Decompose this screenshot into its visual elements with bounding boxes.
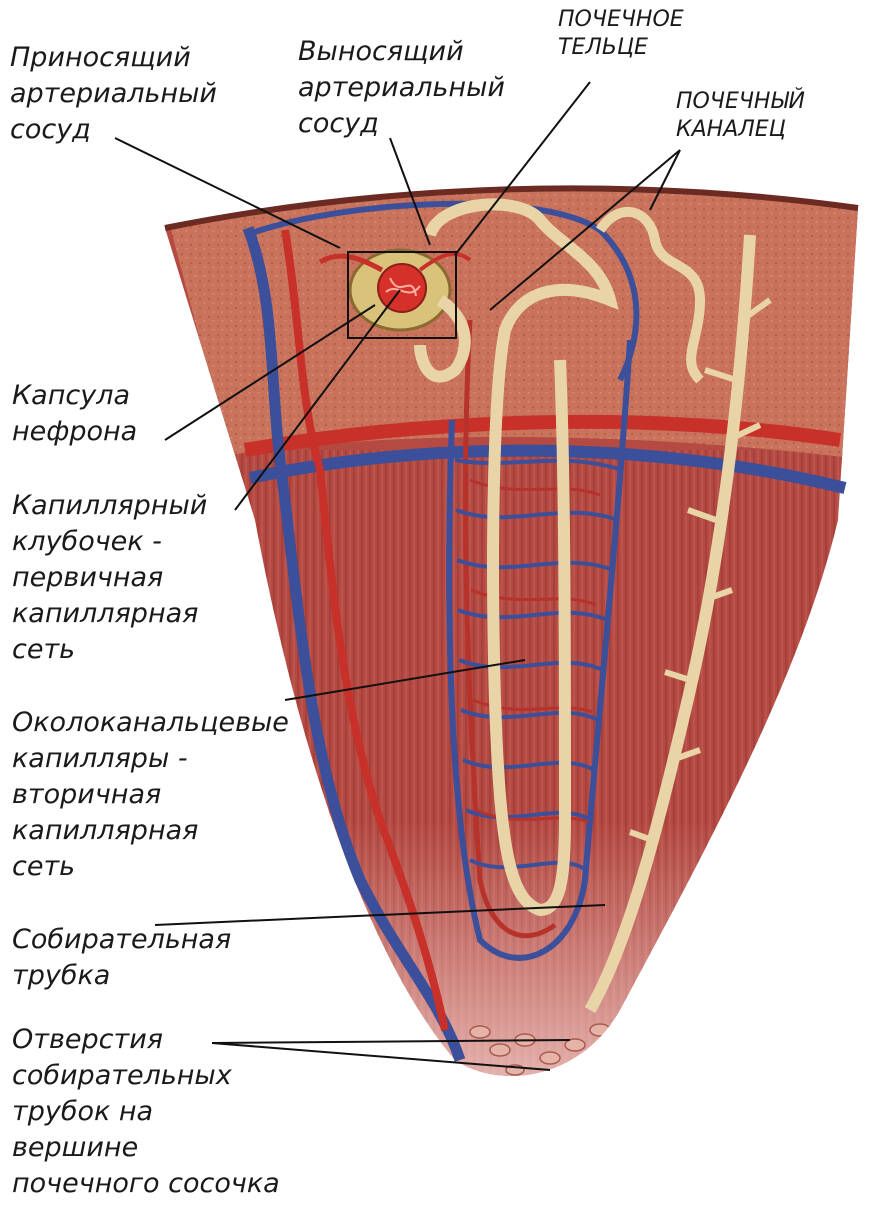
- label-renal-corpuscle: ПОЧЕЧНОЕ ТЕЛЬЦЕ: [558, 6, 684, 62]
- label-capillary-glomerulus: Капиллярный клубочек - первичная капилля…: [12, 488, 207, 668]
- label-nephron-capsule: Капсула нефрона: [12, 378, 137, 450]
- label-efferent-vessel: Выносящий артериальный сосуд: [298, 34, 505, 142]
- label-duct-openings: Отверстия собирательных трубок на вершин…: [12, 1022, 280, 1202]
- label-peritubular-capillaries: Околоканальцевые капилляры - вторичная к…: [12, 705, 289, 885]
- label-renal-tubule: ПОЧЕЧНЫЙ КАНАЛЕЦ: [676, 88, 805, 144]
- label-collecting-duct: Собирательная трубка: [12, 922, 231, 994]
- label-afferent-vessel: Приносящий артериальный сосуд: [10, 40, 217, 148]
